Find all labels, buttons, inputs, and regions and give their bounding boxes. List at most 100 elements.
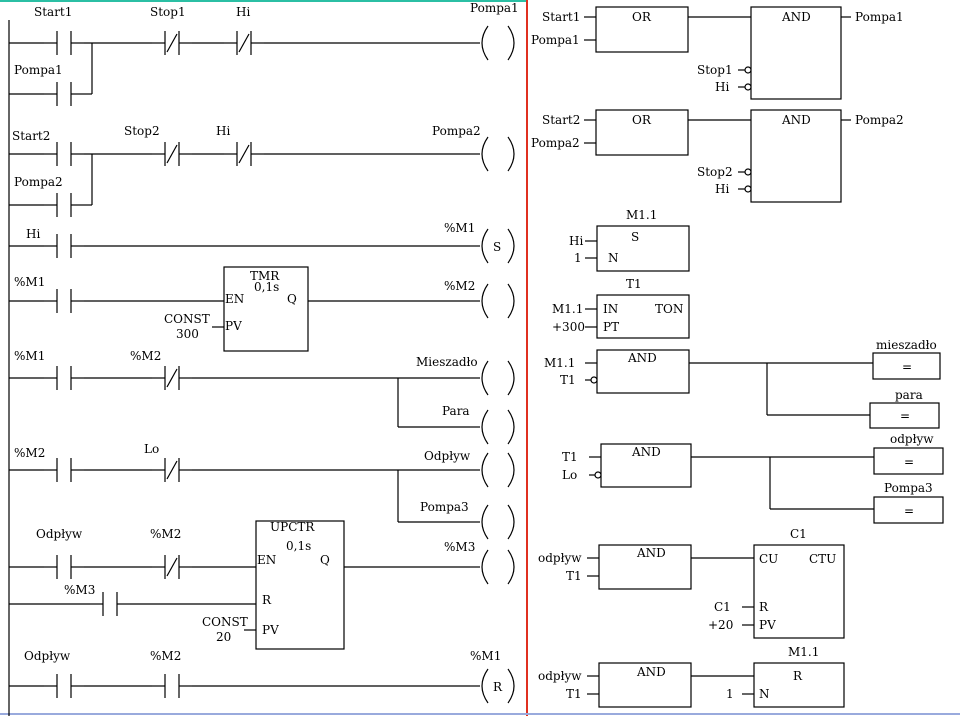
label-start2: Start2 bbox=[12, 129, 50, 143]
fbd8-in-t1: T1 bbox=[566, 687, 582, 701]
fbd2-out-pompa2: Pompa2 bbox=[855, 113, 904, 127]
label-coil-odplyw: Odpływ bbox=[424, 449, 471, 463]
contact-stop1 bbox=[151, 30, 193, 56]
fbd6-eq-2: = bbox=[904, 504, 914, 518]
counter-pin-r: R bbox=[262, 593, 272, 607]
fbd1-and-label: AND bbox=[781, 10, 811, 24]
fbd6-in-lo: Lo bbox=[562, 468, 577, 482]
fbd1-in-start1: Start1 bbox=[542, 10, 580, 24]
rung-1: Start1 Stop1 Hi Pompa1 Pompa1 bbox=[9, 1, 519, 107]
fbd1-in-pompa1: Pompa1 bbox=[531, 33, 580, 47]
timer-const-value: 300 bbox=[176, 327, 199, 341]
fbd7-pin-r: R bbox=[759, 600, 769, 614]
fbd5-in-m11: M1.1 bbox=[544, 356, 575, 370]
label-m2-8: %M2 bbox=[150, 649, 181, 663]
label-coil-m3: %M3 bbox=[444, 540, 475, 554]
fbd3-in-1: 1 bbox=[574, 251, 582, 265]
ctu-block-c1 bbox=[753, 544, 845, 639]
label-hi-2: Hi bbox=[216, 124, 230, 138]
or-gate-1 bbox=[595, 6, 689, 53]
contact-m2-nc bbox=[151, 365, 193, 391]
counter-base: 0,1s bbox=[286, 539, 311, 553]
fbd4-pin-pt: PT bbox=[603, 320, 619, 334]
fbd5-in-t1: T1 bbox=[560, 373, 576, 387]
fbd4-in-m11: M1.1 bbox=[552, 302, 583, 316]
timer-const-label: CONST bbox=[164, 312, 210, 326]
fbd-block-4: T1 M1.1 +300 IN PT TON bbox=[552, 277, 690, 339]
coil-odplyw bbox=[469, 452, 515, 488]
assign-mieszadlo bbox=[872, 352, 941, 380]
counter-const-label: CONST bbox=[202, 615, 248, 629]
contact-pompa1-hold bbox=[43, 81, 85, 107]
fbd2-in-hi: Hi bbox=[715, 182, 729, 196]
and-gate-8 bbox=[598, 662, 692, 708]
fbd7-in-20: +20 bbox=[708, 618, 733, 632]
rung-6: %M2 Lo Odpływ Pompa3 bbox=[9, 442, 515, 540]
contact-start2 bbox=[43, 141, 85, 167]
fbd8-pin-n: N bbox=[759, 687, 770, 701]
rung-2: Start2 Stop2 Hi Pompa2 Pompa2 bbox=[9, 124, 515, 218]
or-gate-2 bbox=[595, 109, 689, 156]
rung-7: UPCTR 0,1s EN Q R PV CONST 20 Odpływ %M2… bbox=[9, 520, 515, 650]
fbd-block-5: M1.1 T1 AND mieszadło = para = bbox=[544, 338, 941, 429]
label-start1: Start1 bbox=[34, 5, 72, 19]
fbd2-and-label: AND bbox=[781, 113, 811, 127]
fbd6-out-odplyw: odpływ bbox=[890, 432, 934, 446]
coil-pompa3 bbox=[469, 504, 515, 540]
label-pompa2-hold: Pompa2 bbox=[14, 175, 63, 189]
label-hi: Hi bbox=[236, 5, 250, 19]
fbd4-title: T1 bbox=[626, 277, 642, 291]
coil-para bbox=[469, 409, 515, 445]
fbd2-in-pompa2: Pompa2 bbox=[531, 136, 580, 150]
label-coil-pompa1: Pompa1 bbox=[470, 1, 519, 15]
coil-pompa2 bbox=[469, 136, 515, 172]
counter-block bbox=[255, 520, 345, 650]
coil-m3 bbox=[469, 549, 515, 585]
timer-base: 0,1s bbox=[254, 280, 279, 294]
assign-odplyw bbox=[873, 447, 944, 475]
coil-pompa1 bbox=[469, 25, 515, 61]
and-gate-1 bbox=[750, 6, 842, 100]
fbd7-title: C1 bbox=[790, 527, 807, 541]
contact-m2-8 bbox=[151, 673, 193, 699]
fbd-block-8: odpływ T1 AND M1.1 R N 1 bbox=[538, 645, 845, 708]
counter-const-value: 20 bbox=[216, 630, 231, 644]
contact-m2-6 bbox=[43, 457, 85, 483]
rung-3: S Hi %M1 bbox=[9, 221, 515, 264]
fbd-block-1: Start1 Pompa1 OR AND Stop1 Hi Pompa1 bbox=[531, 6, 904, 100]
coil-set-m1 bbox=[469, 228, 515, 264]
fbd5-and-label: AND bbox=[627, 351, 657, 365]
and-gate-2 bbox=[750, 109, 842, 203]
label-coil-m1-8: %M1 bbox=[470, 649, 501, 663]
fbd3-pin-n: N bbox=[608, 251, 619, 265]
fbd5-out-para: para bbox=[895, 388, 923, 402]
timer-pin-pv: PV bbox=[225, 319, 242, 333]
fbd1-in-stop1: Stop1 bbox=[697, 63, 733, 77]
label-coil-pompa3: Pompa3 bbox=[420, 500, 469, 514]
label-m3: %M3 bbox=[64, 583, 95, 597]
fbd-block-7: odpływ T1 AND C1 CU CTU C1 +20 R PV bbox=[538, 527, 845, 639]
contact-odplyw-8 bbox=[43, 673, 85, 699]
label-coil-pompa2: Pompa2 bbox=[432, 124, 481, 138]
and-gate-5 bbox=[596, 349, 690, 394]
fbd2-in-start2: Start2 bbox=[542, 113, 580, 127]
and-gate-6 bbox=[600, 443, 692, 488]
timer-pin-q: Q bbox=[287, 292, 297, 306]
fbd5-eq-1: = bbox=[902, 360, 912, 374]
counter-pin-en: EN bbox=[257, 553, 276, 567]
contact-hi-3 bbox=[43, 233, 85, 259]
counter-pin-pv: PV bbox=[262, 623, 279, 637]
label-lo: Lo bbox=[144, 442, 159, 456]
label-coil-para: Para bbox=[442, 404, 470, 418]
fbd6-in-t1: T1 bbox=[562, 450, 578, 464]
fbd7-type: CTU bbox=[809, 552, 836, 566]
fbd8-title: M1.1 bbox=[788, 645, 819, 659]
label-stop1: Stop1 bbox=[150, 5, 186, 19]
fbd1-out-pompa1: Pompa1 bbox=[855, 10, 904, 24]
assign-para bbox=[869, 402, 940, 429]
fbd8-in-odplyw: odpływ bbox=[538, 669, 582, 683]
label-coil-mieszadlo: Mieszadło bbox=[416, 355, 478, 369]
fbd-block-3: M1.1 Hi 1 S N bbox=[569, 208, 690, 272]
rung-8: R Odpływ %M2 %M1 bbox=[9, 649, 515, 704]
